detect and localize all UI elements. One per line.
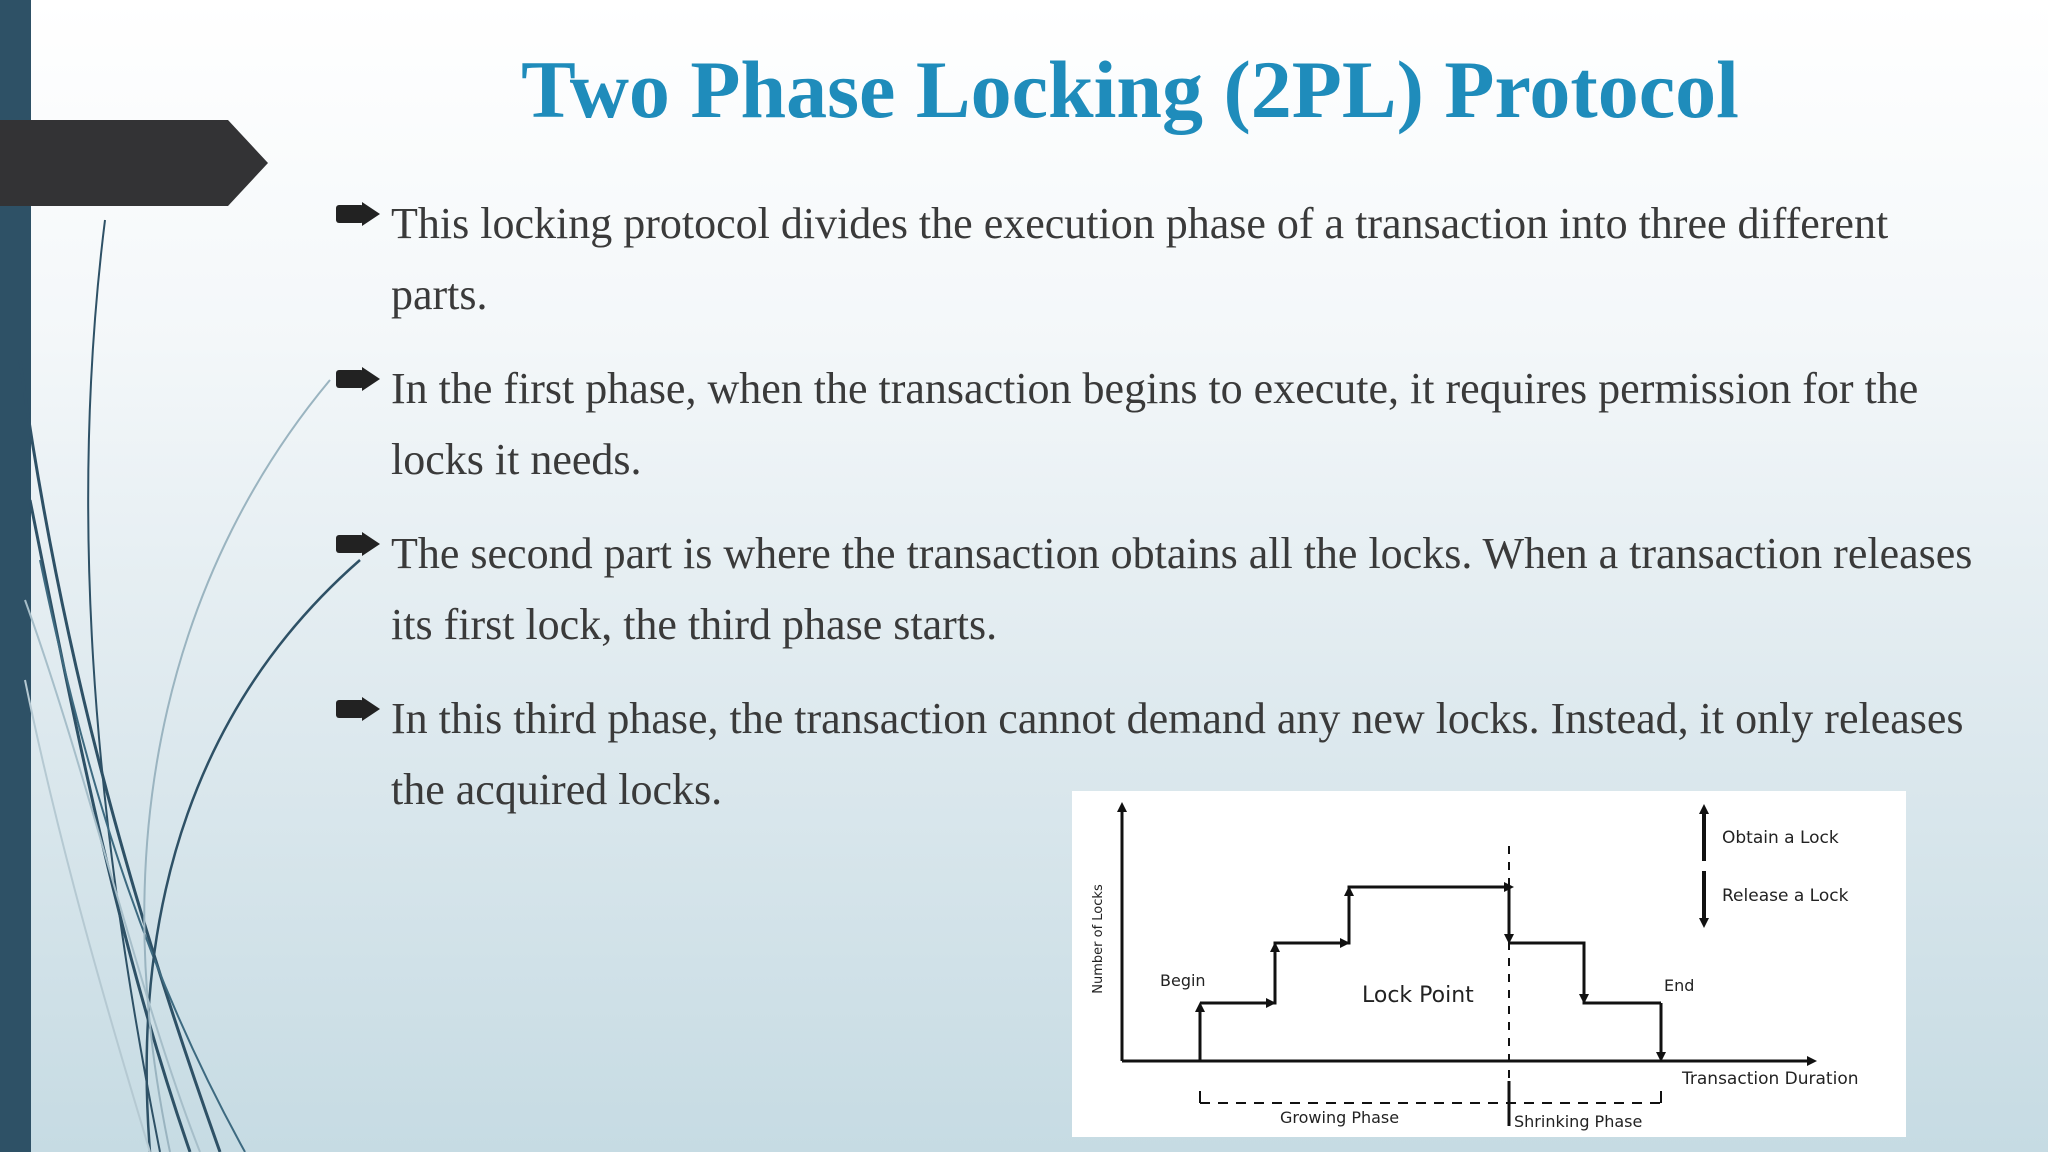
bullet-text: The second part is where the transaction… — [391, 529, 1973, 649]
x-axis-label: Transaction Duration — [1681, 1069, 1859, 1089]
arrow-bullet-icon — [336, 202, 380, 226]
growing-phase-label: Growing Phase — [1280, 1108, 1399, 1127]
y-axis-label: Number of Locks — [1091, 884, 1106, 994]
bullet-list: This locking protocol divides the execut… — [336, 188, 1976, 848]
end-label: End — [1664, 976, 1694, 995]
bullet-item: In this third phase, the transaction can… — [336, 683, 1976, 825]
legend-obtain-label: Obtain a Lock — [1722, 828, 1839, 848]
shrinking-phase-label: Shrinking Phase — [1514, 1112, 1642, 1131]
arrow-bullet-icon — [336, 367, 380, 391]
begin-label: Begin — [1160, 971, 1206, 990]
two-phase-locking-diagram: Number of Locks Transaction Duration Beg… — [1072, 791, 1906, 1137]
bullet-item: This locking protocol divides the execut… — [336, 188, 1976, 330]
title-tab-arrow — [0, 120, 268, 206]
slide-title: Two Phase Locking (2PL) Protocol — [521, 44, 1739, 135]
bullet-item: The second part is where the transaction… — [336, 518, 1976, 660]
lock-point-label: Lock Point — [1362, 983, 1474, 1008]
decorative-curves — [18, 219, 361, 1152]
bullet-text: In this third phase, the transaction can… — [391, 694, 1964, 814]
bullet-text: This locking protocol divides the execut… — [391, 199, 1889, 319]
bullet-text: In the first phase, when the transaction… — [391, 364, 1919, 484]
arrow-bullet-icon — [336, 697, 380, 721]
bullet-item: In the first phase, when the transaction… — [336, 353, 1976, 495]
legend-release-label: Release a Lock — [1722, 886, 1849, 906]
arrow-bullet-icon — [336, 532, 380, 556]
